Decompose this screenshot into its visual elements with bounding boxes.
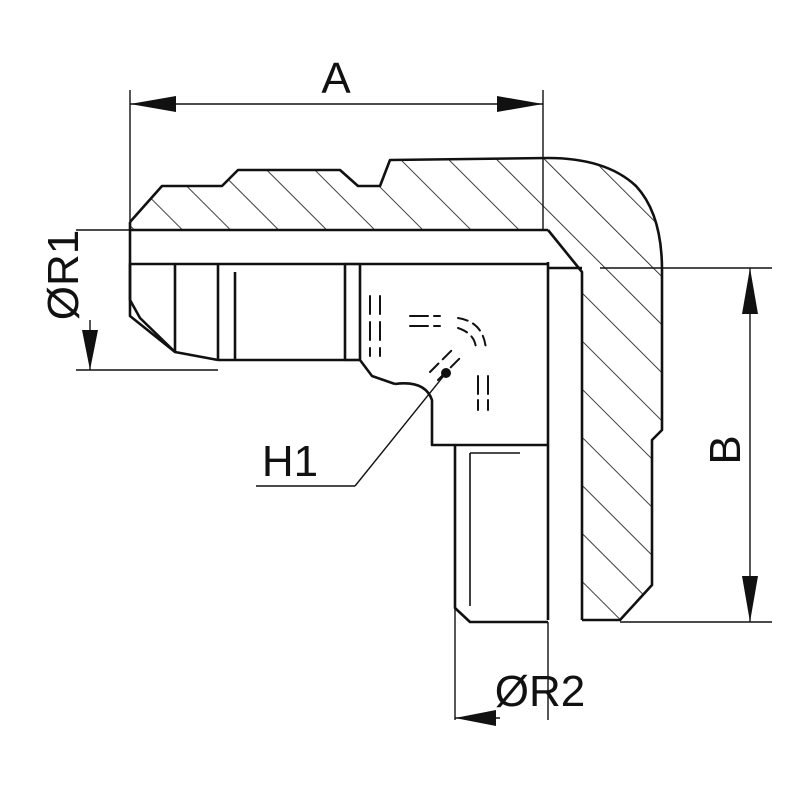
label-b: B — [701, 435, 750, 464]
h1-leader — [256, 372, 447, 487]
dimension-b — [600, 267, 772, 623]
dimension-r1 — [76, 229, 218, 371]
hatched-section — [130, 158, 662, 620]
label-r1: ØR1 — [39, 230, 88, 320]
lower-thread-lines — [469, 452, 520, 606]
label-a: A — [321, 54, 351, 103]
dimension-r2 — [454, 608, 549, 726]
label-r2: ØR2 — [495, 667, 585, 716]
internal-passage — [369, 295, 489, 411]
label-h1: H1 — [262, 437, 318, 486]
dimension-a — [129, 90, 544, 230]
